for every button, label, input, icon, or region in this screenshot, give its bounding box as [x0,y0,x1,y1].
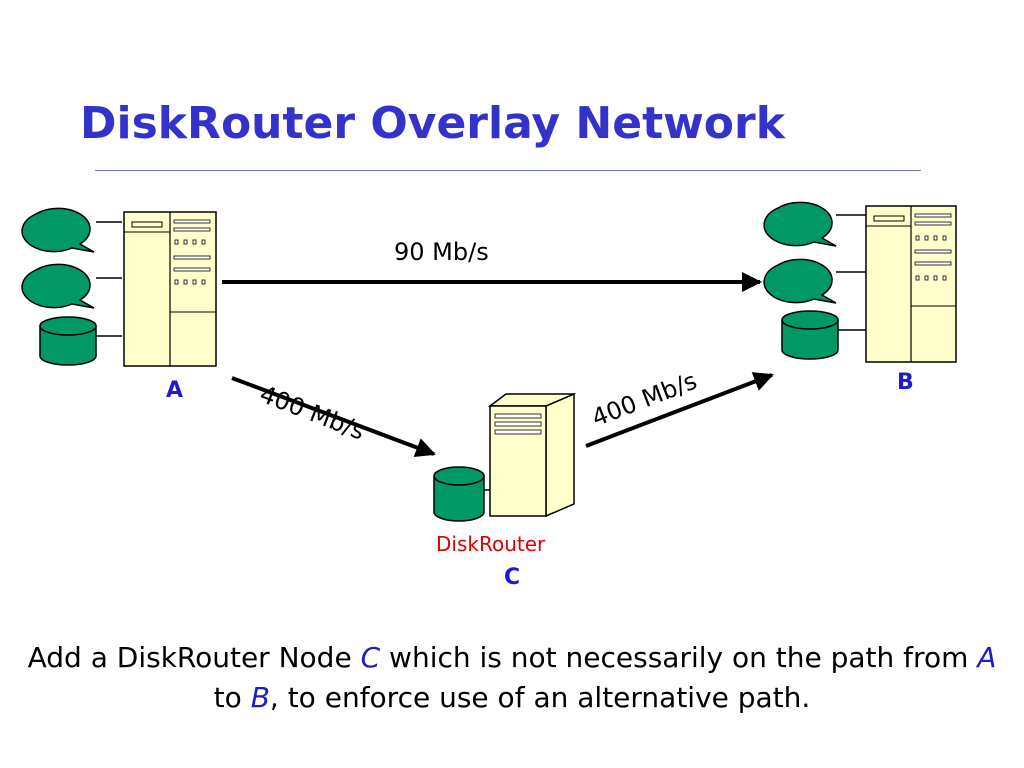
slide-title: DiskRouter Overlay Network [80,98,785,149]
slide-caption: Add a DiskRouter Node C which is not nec… [20,638,1004,718]
link-a-to-c-arrow [231,376,436,458]
title-divider [95,170,921,171]
disk-b-icon [781,310,866,360]
link-c-to-b-arrow [585,372,774,448]
caption-node-b: B [250,681,270,714]
client-b1-icon [763,201,866,247]
node-b-label: B [897,370,914,395]
caption-node-a: A [977,641,997,674]
server-a-icon [123,211,217,367]
router-server-icon [487,392,577,518]
client-b2-icon [763,258,866,304]
server-b-icon [865,205,957,363]
node-a-label: A [166,378,184,403]
disk-a-icon [39,316,122,366]
caption-text-3: to [213,681,251,714]
caption-text-2: which is not necessarily on the path fro… [380,641,978,674]
node-c [433,392,577,522]
caption-text-4: , to enforce use of an alternative path. [269,681,811,714]
node-b [763,201,957,363]
router-name-label: DiskRouter [436,532,546,556]
client-a2-icon [21,263,122,309]
client-a1-icon [21,207,122,253]
node-a [21,207,217,367]
caption-node-c: C [360,641,381,674]
caption-text-1: Add a DiskRouter Node [27,641,361,674]
link-a-to-b-label: 90 Mb/s [394,238,489,266]
disk-c-icon [433,466,492,522]
node-c-label: C [504,565,521,590]
